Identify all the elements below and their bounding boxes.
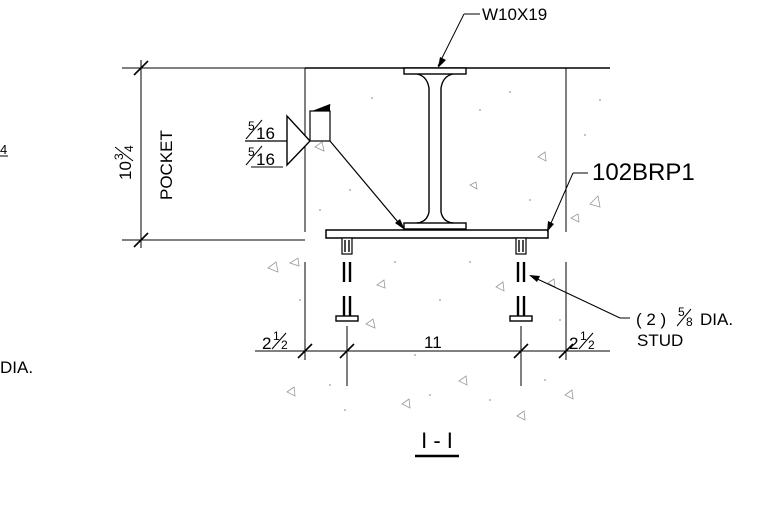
pocket-dim-text: POCKET bbox=[157, 130, 176, 200]
plate-leader-line-diag bbox=[547, 172, 574, 231]
dim-right-num: 1 bbox=[580, 329, 587, 343]
weld-top-slash bbox=[245, 119, 263, 140]
beam-label: W10X19 bbox=[482, 5, 547, 24]
pocket-dim-den: 4 bbox=[122, 145, 136, 152]
stud-leader-line bbox=[530, 275, 621, 319]
weld-bottom-den: 16 bbox=[256, 150, 275, 169]
cut-off-dia-text: DIA. bbox=[0, 358, 33, 377]
dim-middle: 11 bbox=[424, 333, 442, 352]
w10x19-beam bbox=[403, 67, 467, 230]
beam-leader-arrow bbox=[438, 57, 446, 68]
stud-leader-arrow bbox=[529, 275, 540, 282]
beam-leader-line-diag bbox=[437, 13, 465, 67]
dim-left-den: 2 bbox=[281, 338, 288, 352]
dim-right-den: 2 bbox=[588, 338, 595, 352]
plate-leader-arrow bbox=[547, 221, 554, 232]
bearing-plate bbox=[325, 229, 549, 239]
horizontal-dimension-string bbox=[255, 262, 610, 386]
stud-dia-num: 5 bbox=[678, 305, 685, 319]
dim-left-slash bbox=[271, 332, 287, 350]
pocket-dim-whole: 10 bbox=[116, 161, 135, 180]
stud-dia-slash bbox=[676, 308, 692, 327]
pocket-dimension bbox=[122, 60, 305, 248]
stud-dia-den: 8 bbox=[686, 315, 693, 329]
stud-right bbox=[509, 237, 533, 322]
dim-left-num: 1 bbox=[273, 329, 280, 343]
stud-dia-suffix: DIA. bbox=[700, 310, 733, 329]
weld-top-den: 16 bbox=[256, 124, 275, 143]
weld-top-num: 5 bbox=[248, 119, 255, 133]
weld-symbol bbox=[245, 104, 405, 230]
weld-bottom-slash bbox=[245, 145, 263, 166]
dim-right-slash bbox=[578, 332, 594, 350]
stud-line2: STUD bbox=[637, 331, 683, 350]
cut-off-fraction: 4 bbox=[0, 142, 7, 157]
plate-label: 102BRP1 bbox=[592, 159, 695, 186]
stud-qty: ( 2 ) bbox=[636, 310, 666, 329]
pocket-dim-num: 3 bbox=[112, 153, 126, 160]
section-title: I - I bbox=[421, 428, 453, 453]
dim-left-whole: 2 bbox=[262, 334, 271, 353]
weld-bottom-num: 5 bbox=[248, 145, 255, 159]
dim-right-whole: 2 bbox=[569, 334, 578, 353]
stud-left bbox=[335, 237, 359, 322]
concrete-hatching bbox=[267, 91, 601, 421]
